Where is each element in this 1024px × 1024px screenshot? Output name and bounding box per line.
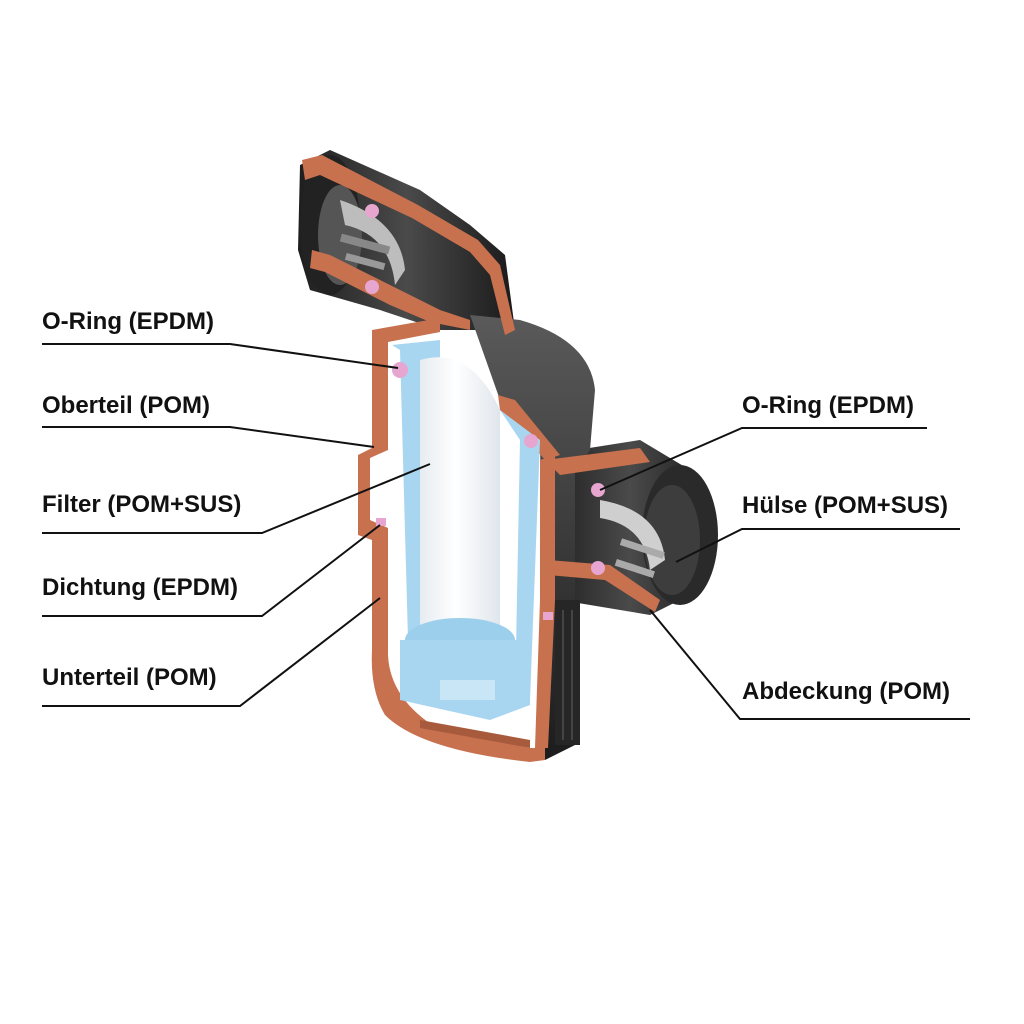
leader-filter	[42, 463, 431, 534]
leader-huelse	[675, 528, 960, 563]
leader-lines	[42, 343, 970, 720]
housing-cut-face	[302, 155, 660, 762]
leader-dichtung	[42, 524, 381, 617]
o-rings	[365, 204, 605, 620]
leader-unterteil	[42, 597, 381, 707]
label-dichtung: Dichtung (EPDM)	[42, 574, 238, 601]
housing-body	[470, 315, 595, 760]
side-connector	[545, 440, 718, 615]
label-oring-right: O-Ring (EPDM)	[742, 392, 914, 419]
leader-oring-left	[42, 343, 399, 369]
leader-oberteil	[42, 426, 375, 448]
leader-abdeckung	[649, 609, 970, 720]
filter-element	[392, 340, 540, 720]
label-oberteil: Oberteil (POM)	[42, 392, 211, 419]
label-abdeckung: Abdeckung (POM)	[742, 678, 950, 705]
label-oring-left: O-Ring (EPDM)	[42, 308, 214, 335]
leader-oring-right	[599, 427, 927, 491]
label-filter: Filter (POM+SUS)	[42, 491, 242, 518]
label-unterteil: Unterteil (POM)	[42, 664, 217, 691]
label-huelse: Hülse (POM+SUS)	[742, 492, 949, 519]
